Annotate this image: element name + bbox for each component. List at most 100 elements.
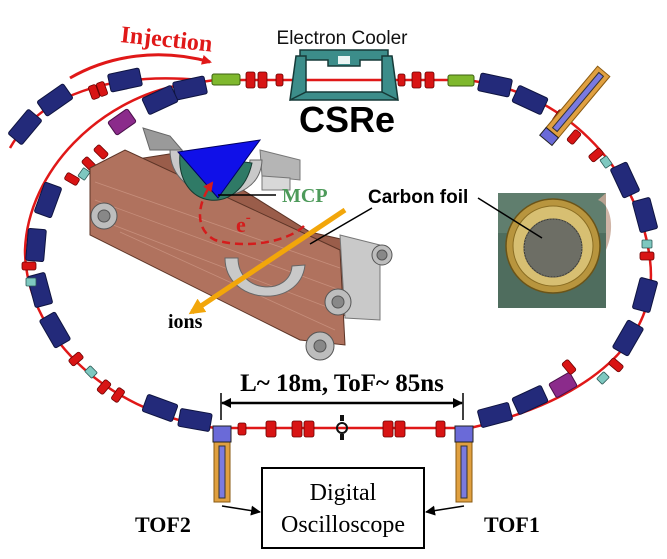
sextupole	[599, 155, 613, 169]
dipole-magnet	[27, 272, 53, 308]
sextupole	[25, 277, 37, 287]
detector-housing	[259, 149, 301, 181]
sextupole	[84, 365, 98, 379]
quadrupole	[291, 420, 303, 438]
storage-ring	[8, 67, 658, 440]
quadrupole	[245, 71, 256, 89]
dipole-magnet	[612, 319, 644, 357]
oscilloscope-box	[261, 467, 425, 549]
electron-symbol: e	[236, 212, 246, 237]
quadrupole	[424, 71, 435, 89]
sextupole	[641, 239, 653, 249]
quadrupole	[411, 71, 422, 89]
quadrupole	[96, 81, 108, 97]
dipole-magnet	[610, 161, 640, 199]
quadrupole	[111, 387, 125, 403]
quadrupole	[68, 351, 84, 367]
electron-charge: -	[246, 210, 251, 226]
carbon-foil-leader	[309, 207, 373, 245]
dipole-magnet	[477, 72, 513, 98]
photo-leader	[477, 197, 543, 239]
quadrupole	[608, 357, 624, 373]
dipole-magnet	[141, 85, 179, 115]
dipole-magnet	[37, 83, 73, 117]
electron-label: e-	[236, 210, 251, 237]
dipole-magnet	[34, 181, 62, 219]
mcp-label: MCP	[282, 185, 328, 207]
injection-label: Injection	[119, 22, 213, 57]
dipole-magnet	[511, 85, 549, 115]
foil-holder	[224, 257, 306, 297]
quadrupole	[639, 251, 655, 261]
dipole-magnet	[141, 394, 179, 422]
electron-cooler-label: Electron Cooler	[277, 28, 409, 49]
sextupoles	[25, 155, 653, 385]
injection-arrow	[69, 53, 212, 80]
tof2-label: TOF2	[135, 512, 191, 537]
bolts	[90, 202, 393, 361]
quadrupole	[21, 261, 37, 271]
oscilloscope-label-line1: Digital	[310, 480, 377, 506]
green-magnets	[211, 73, 475, 87]
green-magnet	[447, 74, 475, 87]
detector-housing	[142, 127, 184, 151]
beam-element	[336, 422, 348, 434]
ions-arrow	[188, 207, 347, 315]
quadrupole	[382, 420, 394, 438]
dipole-magnet	[511, 385, 549, 415]
beam-element	[340, 434, 344, 440]
dipole-magnet	[632, 197, 658, 233]
dipole-magnet	[8, 109, 42, 145]
green-magnet	[211, 73, 241, 86]
dipole-magnet	[172, 75, 208, 101]
dipole-magnet	[39, 311, 71, 349]
quadrupole	[265, 420, 277, 438]
quadrupole	[566, 129, 582, 145]
electron-trajectory	[198, 181, 305, 246]
quadrupole	[435, 420, 446, 438]
purple-magnet	[548, 372, 578, 398]
quadrupole	[237, 422, 247, 436]
purple-magnets	[107, 108, 578, 398]
quadrupole	[88, 84, 100, 100]
dipole-magnet	[107, 67, 143, 93]
ring-name: CSRe	[299, 99, 395, 140]
mcp-triangle	[177, 139, 262, 199]
tof1-detector	[454, 425, 474, 503]
purple-magnet	[107, 108, 137, 136]
dipole-magnet	[477, 402, 513, 428]
tof-detector-upper	[539, 65, 611, 147]
copper-plate-front	[89, 149, 346, 346]
flight-path-label: L~ 18m, ToF~ 85ns	[240, 370, 444, 397]
ions-label: ions	[168, 311, 203, 333]
oscilloscope-label-line2: Oscilloscope	[281, 512, 405, 538]
dipole-magnet	[25, 227, 47, 263]
quadrupole	[303, 420, 315, 438]
quadrupole	[275, 73, 284, 87]
foil-holder-support	[261, 175, 291, 191]
tof2-signal-arrow	[221, 505, 261, 516]
tof2-detector	[212, 425, 232, 503]
quadrupole	[257, 71, 268, 89]
dipole-magnet	[177, 408, 213, 432]
quadrupole	[394, 420, 406, 438]
quadrupole	[93, 144, 109, 160]
quadrupole	[64, 172, 80, 186]
quadrupole	[588, 147, 604, 163]
dipole-magnet	[632, 277, 658, 313]
quadrupole	[96, 379, 112, 395]
detector-model	[89, 127, 393, 361]
quadrupole	[561, 359, 577, 375]
quadrupole	[397, 73, 406, 87]
carbon-foil-photo	[498, 193, 612, 308]
carbon-foil-label: Carbon foil	[368, 187, 468, 208]
sextupole	[596, 371, 610, 385]
beam-element	[340, 415, 344, 421]
electron-cooler	[289, 49, 399, 101]
quadrupoles	[21, 71, 655, 438]
sextupole	[77, 167, 91, 181]
dipole-magnets	[8, 67, 658, 432]
tof1-signal-arrow	[425, 505, 465, 516]
tof1-label: TOF1	[484, 512, 540, 537]
